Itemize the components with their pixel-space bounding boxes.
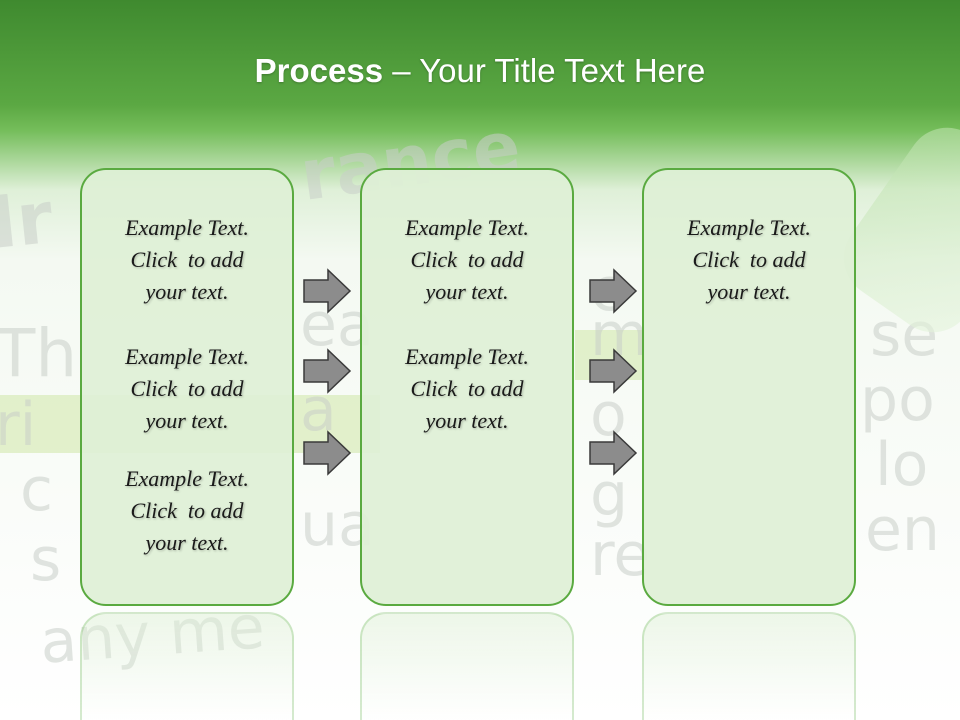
right-arrow-icon[interactable] — [302, 268, 352, 314]
title-rest: – Your Title Text Here — [383, 52, 706, 89]
text-placeholder[interactable]: Example Text. Click to add your text. — [362, 212, 572, 308]
text-placeholder[interactable]: Example Text. Click to add your text. — [362, 341, 572, 437]
text-placeholder[interactable]: Example Text. Click to add your text. — [82, 341, 292, 437]
title-bold: Process — [254, 52, 384, 89]
text-line: Click to add — [130, 498, 244, 523]
slide-title[interactable]: Process – Your Title Text Here — [0, 52, 960, 90]
text-line: Click to add — [410, 376, 524, 401]
process-box-1[interactable]: Example Text. Click to add your text. Ex… — [80, 168, 294, 606]
text-line: your text. — [145, 408, 229, 433]
process-box-3[interactable]: Example Text. Click to add your text. — [642, 168, 856, 606]
right-arrow-icon[interactable] — [302, 348, 352, 394]
text-line: your text. — [425, 408, 509, 433]
column-reflection — [642, 612, 856, 720]
text-line: Click to add — [692, 247, 806, 272]
right-arrow-icon[interactable] — [588, 430, 638, 476]
process-box-2[interactable]: Example Text. Click to add your text. Ex… — [360, 168, 574, 606]
text-line: Example Text. — [405, 215, 529, 240]
text-placeholder[interactable]: Example Text. Click to add your text. — [82, 463, 292, 559]
text-placeholder[interactable]: Example Text. Click to add your text. — [644, 212, 854, 308]
right-arrow-icon[interactable] — [302, 430, 352, 476]
text-line: Example Text. — [405, 344, 529, 369]
right-arrow-icon[interactable] — [588, 348, 638, 394]
text-line: your text. — [145, 279, 229, 304]
text-line: your text. — [707, 279, 791, 304]
text-placeholder[interactable]: Example Text. Click to add your text. — [82, 212, 292, 308]
column-reflection — [360, 612, 574, 720]
text-line: Example Text. — [687, 215, 811, 240]
right-arrow-icon[interactable] — [588, 268, 638, 314]
text-line: Example Text. — [125, 344, 249, 369]
text-line: Example Text. — [125, 466, 249, 491]
text-line: your text. — [145, 530, 229, 555]
text-line: Click to add — [130, 247, 244, 272]
text-line: Example Text. — [125, 215, 249, 240]
text-line: Click to add — [130, 376, 244, 401]
text-line: your text. — [425, 279, 509, 304]
column-reflection — [80, 612, 294, 720]
text-line: Click to add — [410, 247, 524, 272]
